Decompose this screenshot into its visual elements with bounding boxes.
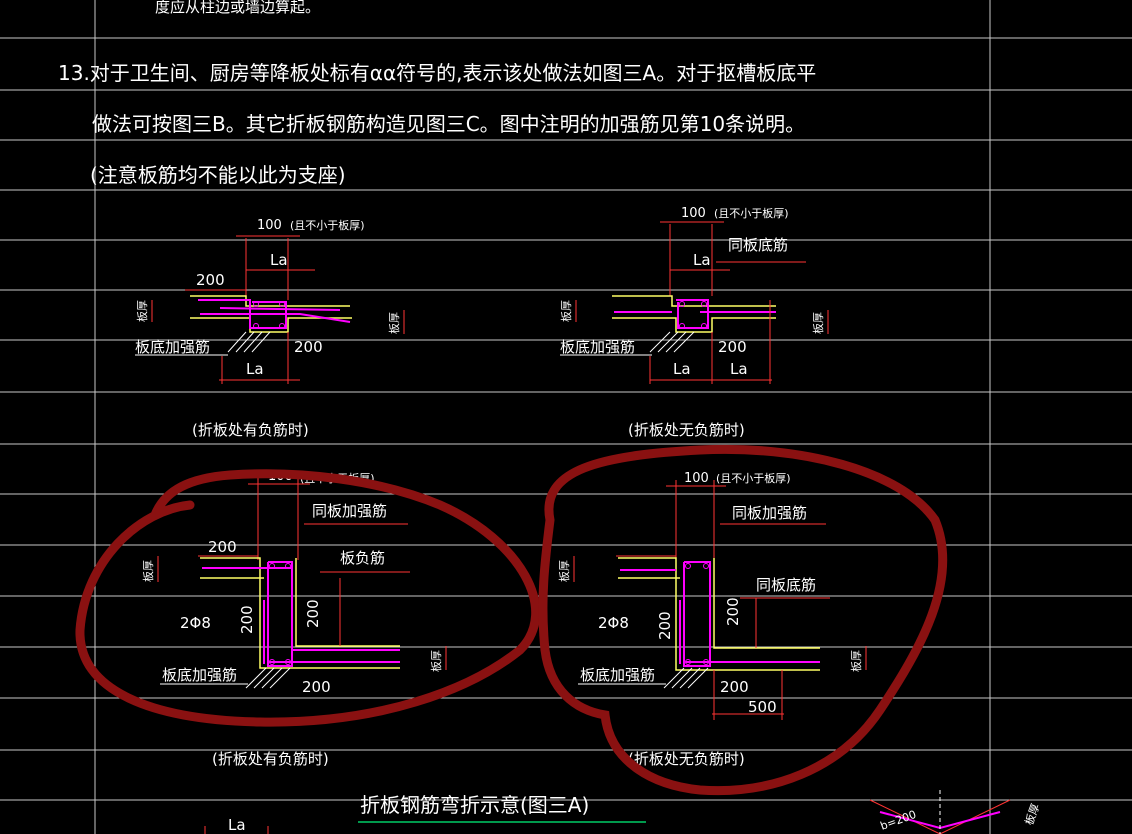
label-phi8-1: 2Φ8 bbox=[180, 614, 211, 632]
note-line-1: 13.对于卫生间、厨房等降板处标有αα符号的,表示该处做法如图三A。对于抠槽板底… bbox=[58, 61, 816, 85]
label-bottom-add-1: 板底加强筋 bbox=[135, 338, 210, 356]
slab-thk-left-b: 板厚 bbox=[559, 300, 573, 322]
la-top-b: La bbox=[693, 251, 711, 269]
figure-title: 折板钢筋弯折示意(图三A) bbox=[360, 793, 589, 817]
dim-500: 500 bbox=[748, 698, 777, 716]
slab-thk-right: 板厚 bbox=[387, 312, 401, 334]
la-bottom-b1: La bbox=[673, 360, 691, 378]
caption-no-neg-2: (折板处无负筋时) bbox=[628, 750, 745, 768]
dim-100-b: 100 bbox=[681, 206, 706, 221]
dim-200-bottom-c: 200 bbox=[302, 678, 331, 696]
detail-bottom-right: 100 (且不小于板厚) 同板加强筋 同板底筋 200 200 2Φ8 板底加强… bbox=[557, 471, 867, 768]
label-bottom-add-3: 板底加强筋 bbox=[162, 666, 237, 684]
dim-200-right: 200 bbox=[294, 338, 323, 356]
label-bottom-add-2: 板底加强筋 bbox=[560, 338, 635, 356]
detail-bottom-left: 100 (且不小于板厚) 同板加强筋 200 板负筋 200 200 2Φ8 板… bbox=[141, 469, 447, 768]
note-not-less-d: (且不小于板厚) bbox=[716, 471, 791, 485]
detail-corner-partial: b=200 板厚 bbox=[869, 790, 1043, 834]
label-same-bottom-2: 同板底筋 bbox=[756, 576, 816, 594]
slab-thk-right-b: 板厚 bbox=[811, 312, 825, 334]
label-same-bottom-1: 同板底筋 bbox=[728, 236, 788, 254]
dim-200-vert-c2: 200 bbox=[238, 605, 256, 634]
caption-has-neg-1: (折板处有负筋时) bbox=[192, 421, 309, 439]
dim-100: 100 bbox=[257, 218, 282, 233]
la-bottom-b2: La bbox=[730, 360, 748, 378]
la-partial: La bbox=[228, 816, 246, 834]
detail-top-left: 100 (且不小于板厚) La 200 板底加强筋 200 La 板厚 板厚 (… bbox=[135, 218, 405, 439]
la-bottom: La bbox=[246, 360, 264, 378]
slab-thk-corner: 板厚 bbox=[1022, 802, 1043, 827]
label-same-add-1: 同板加强筋 bbox=[312, 502, 387, 520]
slab-thk-right-d: 板厚 bbox=[849, 650, 863, 672]
b200-label: b=200 bbox=[879, 808, 918, 833]
detail-top-right: 100 (且不小于板厚) 同板底筋 La 板底加强筋 200 La La 板厚 … bbox=[559, 206, 829, 439]
dim-100-d: 100 bbox=[684, 471, 709, 486]
slab-thk-left-d: 板厚 bbox=[557, 560, 571, 582]
caption-no-neg-1: (折板处无负筋时) bbox=[628, 421, 745, 439]
label-same-add-2: 同板加强筋 bbox=[732, 504, 807, 522]
markup-circle-right bbox=[538, 444, 948, 796]
slab-thk-right-c: 板厚 bbox=[429, 650, 443, 672]
dim-200-vert-d2: 200 bbox=[656, 611, 674, 640]
label-neg-1: 板负筋 bbox=[340, 549, 385, 567]
note-not-less: (且不小于板厚) bbox=[290, 218, 365, 232]
label-bottom-add-4: 板底加强筋 bbox=[580, 666, 655, 684]
dim-200-bottom-d: 200 bbox=[720, 678, 749, 696]
dim-200-c: 200 bbox=[208, 538, 237, 556]
dim-200-vert-c1: 200 bbox=[304, 599, 322, 628]
note-line-2: 做法可按图三B。其它折板钢筋构造见图三C。图中注明的加强筋见第10条说明。 bbox=[92, 112, 805, 136]
slab-thk-left: 板厚 bbox=[135, 300, 149, 322]
dim-200-b: 200 bbox=[718, 338, 747, 356]
markup-circle-left bbox=[75, 469, 541, 727]
note-top-cut: 度应从柱边或墙边算起。 bbox=[155, 0, 320, 16]
note-not-less-b: (且不小于板厚) bbox=[714, 206, 789, 220]
dim-200-vert-d1: 200 bbox=[724, 597, 742, 626]
label-phi8-2: 2Φ8 bbox=[598, 614, 629, 632]
dim-200-left: 200 bbox=[196, 271, 225, 289]
la-top: La bbox=[270, 251, 288, 269]
caption-has-neg-2: (折板处有负筋时) bbox=[212, 750, 329, 768]
note-line-3: (注意板筋均不能以此为支座) bbox=[90, 163, 346, 187]
slab-thk-left-c: 板厚 bbox=[141, 560, 155, 582]
